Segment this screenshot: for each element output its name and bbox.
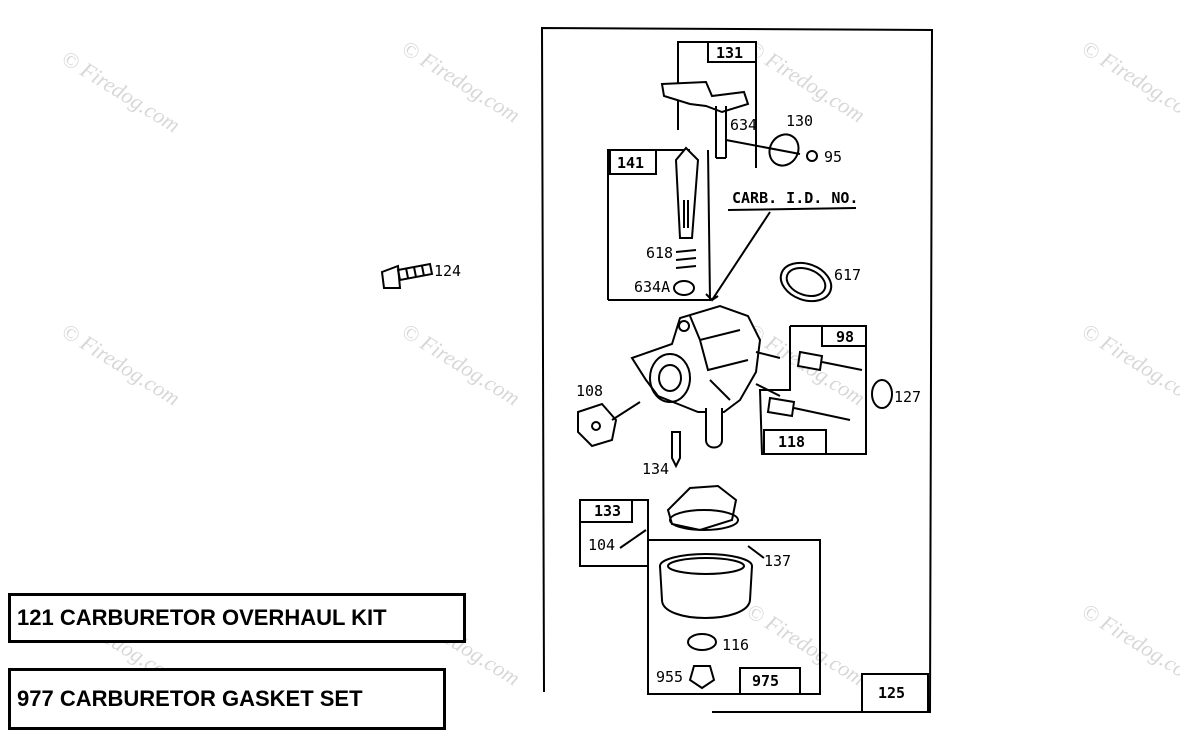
watermark: © Firedog.com bbox=[57, 45, 184, 137]
part-617: 617 bbox=[779, 261, 861, 303]
float-bowl-assembly: 137 116 955 975 bbox=[647, 484, 821, 695]
label-137: 137 bbox=[764, 552, 791, 570]
label-955: 955 bbox=[656, 668, 683, 686]
watermark: © Firedog.com bbox=[1077, 35, 1180, 127]
label-617: 617 bbox=[834, 266, 861, 284]
label-125: 125 bbox=[878, 684, 905, 702]
label-618: 618 bbox=[646, 244, 673, 262]
label-108: 108 bbox=[576, 382, 603, 400]
label-131: 131 bbox=[716, 44, 743, 62]
label-975: 975 bbox=[752, 672, 779, 690]
watermark: © Firedog.com bbox=[1077, 318, 1180, 410]
label-98: 98 bbox=[836, 328, 854, 346]
label-127: 127 bbox=[894, 388, 921, 406]
watermark: © Firedog.com bbox=[57, 318, 184, 410]
label-134: 134 bbox=[642, 460, 669, 478]
label-634: 634 bbox=[730, 116, 757, 134]
carb-id-label: CARB. I.D. NO. bbox=[732, 189, 858, 207]
label-116: 116 bbox=[722, 636, 749, 654]
part-124: 124 bbox=[380, 262, 461, 289]
part-108: 108 bbox=[576, 382, 641, 448]
label-124: 124 bbox=[434, 262, 461, 280]
label-634A: 634A bbox=[634, 278, 670, 296]
overhaul-kit-label: 121 CARBURETOR OVERHAUL KIT bbox=[8, 593, 466, 643]
watermark: © Firedog.com bbox=[397, 318, 524, 410]
part-134: 134 bbox=[642, 431, 681, 478]
watermark: © Firedog.com bbox=[1077, 598, 1180, 690]
label-104: 104 bbox=[588, 536, 615, 554]
group-98-118: 98 118 127 bbox=[755, 325, 921, 455]
label-130: 130 bbox=[786, 112, 813, 130]
group-133: 133 104 bbox=[579, 499, 649, 567]
label-95: 95 bbox=[824, 148, 842, 166]
group-125: 125 bbox=[861, 673, 929, 713]
watermark: © Firedog.com bbox=[397, 35, 524, 127]
label-133: 133 bbox=[594, 502, 621, 520]
label-141: 141 bbox=[617, 154, 644, 172]
main-frame bbox=[540, 26, 934, 713]
group-131: 131 634 130 95 bbox=[660, 41, 842, 168]
group-141: 141 618 634A bbox=[607, 146, 712, 301]
gasket-set-label: 977 CARBURETOR GASKET SET bbox=[8, 668, 446, 730]
label-118: 118 bbox=[778, 433, 805, 451]
carburetor-body bbox=[630, 304, 762, 449]
